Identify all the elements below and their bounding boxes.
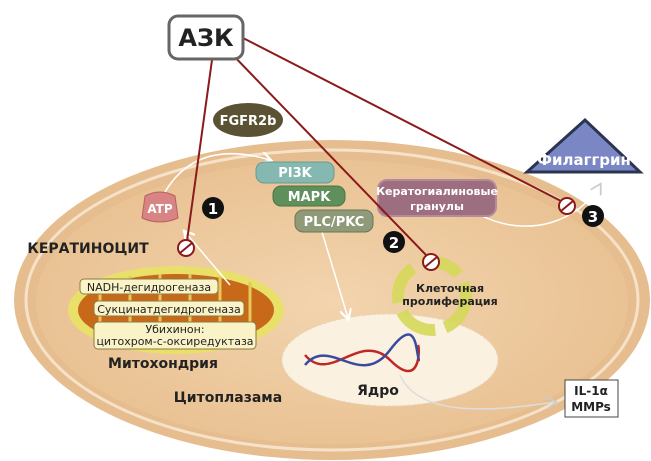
inhibit-icon-2 xyxy=(422,253,440,271)
fgfr2b-node xyxy=(213,103,283,137)
inhibition-line-2 xyxy=(227,49,428,257)
arrow-mito-to-atp xyxy=(185,232,231,286)
plc-pkc-node xyxy=(294,209,374,233)
nucleus-label: Ядро xyxy=(357,383,399,399)
enzyme-ubiquinone xyxy=(93,321,257,350)
fgfr2b-label: FGFR2b xyxy=(220,114,277,129)
il1a-label: IL-1α xyxy=(574,384,608,398)
filaggrin-label: Филаггрин xyxy=(537,151,631,169)
azk-label: АЗК xyxy=(178,24,234,52)
filaggrin-node xyxy=(523,117,644,174)
pi3k-label: PI3K xyxy=(278,166,312,181)
enzyme-nadh xyxy=(79,278,219,295)
cell-membrane-inner-line xyxy=(24,148,640,452)
inhibition-lines xyxy=(186,37,562,257)
azk-node xyxy=(167,14,245,61)
marker-1-label: 1 xyxy=(208,200,218,218)
proliferation-label-1: Клеточная xyxy=(416,282,484,295)
pi3k-node xyxy=(255,161,335,184)
granules-label-2: гранулы xyxy=(410,200,464,213)
marker-2 xyxy=(383,231,405,253)
inhibit-icon-3 xyxy=(558,197,576,215)
cytoplasm-label: Цитоплазама xyxy=(174,390,282,406)
enzyme-succinate-label: Сукцинатдегидрогеназа xyxy=(97,303,241,316)
keratohyalin-granules-node xyxy=(377,179,497,217)
marker-1 xyxy=(202,197,224,219)
inhibit-icon-1 xyxy=(177,239,195,257)
mapk-node xyxy=(272,185,346,207)
atp-label: ATP xyxy=(147,202,173,216)
marker-2-label: 2 xyxy=(389,234,399,252)
arrow-atp-to-pi3k xyxy=(164,154,270,193)
mmps-label: MMPs xyxy=(571,400,611,414)
inhibition-line-3 xyxy=(242,37,562,202)
enzyme-ubiquinone-label-1: Убихинон: xyxy=(145,323,204,336)
plc-pkc-label: PLC/PKC xyxy=(304,215,365,230)
enzyme-ubiquinone-label-2: цитохром-с-оксиредуктаза xyxy=(96,335,253,348)
keratinocyte-label: КЕРАТИНОЦИТ xyxy=(27,241,149,257)
arrow-nucleus-to-cytokines xyxy=(399,374,555,410)
enzyme-succinate xyxy=(93,300,245,317)
arrow-granules-to-filaggrin xyxy=(479,185,600,227)
mapk-label: MAPK xyxy=(288,190,332,205)
marker-3-label: 3 xyxy=(588,208,598,226)
atp-node xyxy=(141,191,179,223)
inhibition-line-1 xyxy=(186,59,213,242)
marker-3 xyxy=(582,205,604,227)
mitochondria-label: Митохондрия xyxy=(108,356,218,372)
dna-icon xyxy=(304,333,422,373)
cytokines-box xyxy=(564,379,619,418)
enzyme-nadh-label: NADH-дегидрогеназа xyxy=(87,281,211,294)
arrow-plc-to-nucleus xyxy=(321,231,348,318)
granules-label-1: Кератогиалиновые xyxy=(376,185,498,198)
proliferation-label-2: пролиферация xyxy=(402,295,497,308)
